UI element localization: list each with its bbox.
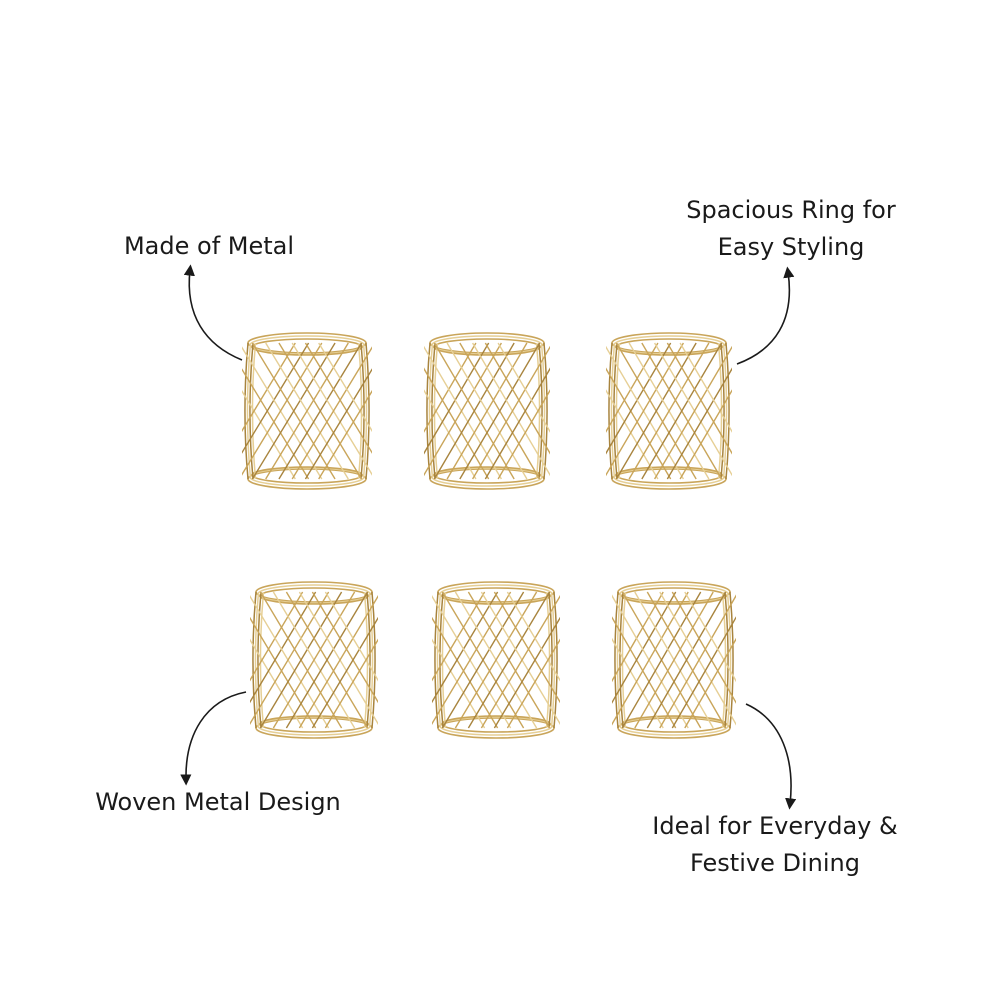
label-spacious-ring: Spacious Ring for Easy Styling bbox=[660, 192, 922, 266]
napkin-ring bbox=[242, 332, 372, 490]
label-ideal-line2: Festive Dining bbox=[690, 849, 860, 877]
arrow-woven-metal bbox=[180, 691, 247, 786]
label-made-of-metal-text: Made of Metal bbox=[123, 232, 295, 260]
arrow-made-of-metal bbox=[183, 264, 243, 361]
napkin-ring bbox=[432, 581, 560, 739]
label-ideal-line1: Ideal for Everyday & bbox=[652, 812, 898, 840]
label-spacious-line1: Spacious Ring for bbox=[686, 196, 896, 224]
label-ideal-for-dining: Ideal for Everyday & Festive Dining bbox=[625, 808, 925, 882]
napkin-ring bbox=[606, 332, 732, 490]
arrow-ideal-for-dining bbox=[745, 703, 797, 810]
label-made-of-metal: Made of Metal bbox=[100, 228, 318, 265]
label-woven-metal-design-text: Woven Metal Design bbox=[95, 788, 341, 816]
arrow-spacious-ring bbox=[736, 266, 795, 365]
napkin-ring bbox=[250, 581, 378, 739]
napkin-ring bbox=[424, 332, 550, 490]
label-woven-metal-design: Woven Metal Design bbox=[70, 784, 366, 821]
label-spacious-line2: Easy Styling bbox=[717, 233, 865, 261]
napkin-ring bbox=[612, 581, 736, 739]
napkin-rings-group bbox=[242, 332, 736, 739]
